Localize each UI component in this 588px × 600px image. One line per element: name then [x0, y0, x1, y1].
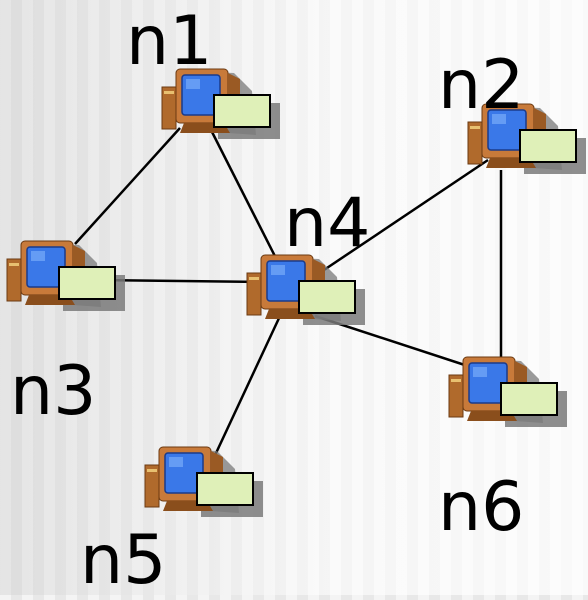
computer-icon-n4 [246, 254, 365, 325]
computer-icon-n3 [6, 240, 125, 311]
node-label-n6: n6 [438, 468, 525, 547]
node-label-n5: n5 [80, 521, 167, 600]
computer-icon-n2 [467, 103, 586, 174]
node-label-n4: n4 [284, 184, 371, 263]
computers-layer [6, 68, 586, 517]
computer-icon-n1 [161, 68, 280, 139]
computer-icon-n5 [144, 446, 263, 517]
node-label-n1: n1 [126, 2, 213, 81]
edge-n1-n4 [208, 127, 287, 277]
edge-n1-n3 [74, 127, 181, 245]
edge-n4-n5 [208, 315, 282, 467]
node-label-n2: n2 [438, 46, 525, 125]
edge-n2-n4 [314, 158, 489, 278]
computer-icon-n6 [448, 356, 567, 427]
node-label-n3: n3 [10, 352, 97, 431]
